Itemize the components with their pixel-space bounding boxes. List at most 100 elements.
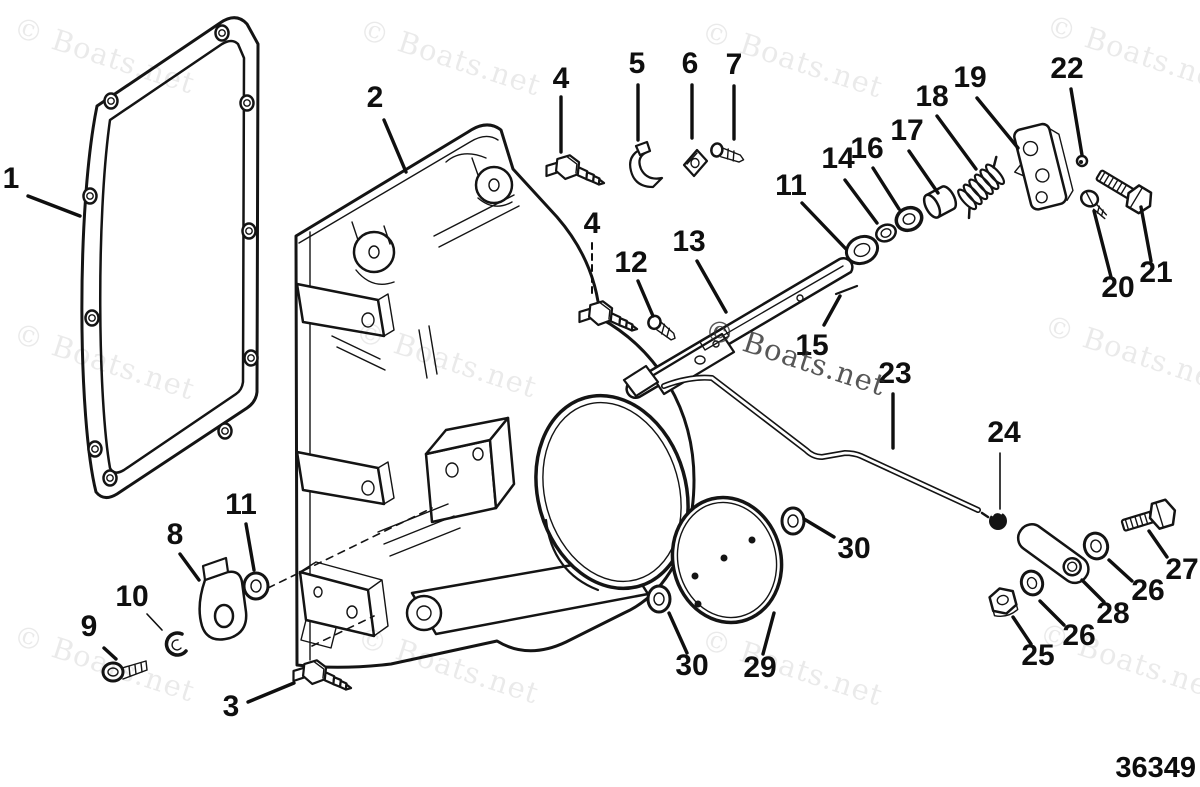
part-12-screw <box>647 314 676 341</box>
part-5-clamp <box>629 140 664 189</box>
part-25-nut <box>988 587 1019 618</box>
callout-9-leader <box>102 646 118 661</box>
callout-18-leader <box>935 114 978 171</box>
callout-8-label: 8 <box>167 518 184 551</box>
callout-30-leader <box>802 517 836 539</box>
callout-30-label: 30 <box>675 649 708 682</box>
part-11-washer-shaft <box>844 234 880 266</box>
part-28-link-cam <box>1016 523 1090 585</box>
callout-29-label: 29 <box>743 651 776 684</box>
callout-17-leader <box>907 149 940 195</box>
assembly-dash-line <box>311 615 375 647</box>
callout-11-label: 11 <box>775 169 807 202</box>
callout-11-leader <box>244 522 256 572</box>
part-1-gasket <box>80 16 260 499</box>
part-15-pin <box>834 284 859 296</box>
callout-14-label: 14 <box>821 142 855 175</box>
part-26-washer-lower <box>1019 569 1045 597</box>
part-14-washer <box>875 223 897 243</box>
callout-30-label: 30 <box>837 532 870 565</box>
part-4-fitting-upper <box>544 151 608 187</box>
callout-21-leader <box>1139 205 1153 263</box>
part-22-ball <box>1075 154 1089 168</box>
callout-12-leader <box>636 279 655 318</box>
callout-3-leader <box>246 681 296 704</box>
callout-5-label: 5 <box>629 47 646 80</box>
plate-boss-3 <box>298 561 389 649</box>
callout-13-leader <box>695 259 728 314</box>
part-6-clip <box>682 148 709 178</box>
callout-23-label: 23 <box>878 357 911 390</box>
callout-17-label: 17 <box>890 114 923 147</box>
plate-oval-opening <box>534 393 690 591</box>
part-30-grommet-right <box>780 506 806 536</box>
callout-26-label: 26 <box>1062 619 1095 652</box>
callout-30-leader <box>667 611 689 655</box>
plate-lug-left <box>351 221 396 285</box>
callout-7-label: 7 <box>726 48 743 81</box>
plate-opening-shadow <box>544 518 600 592</box>
callout-15-label: 15 <box>795 329 828 362</box>
callout-22-label: 22 <box>1050 52 1083 85</box>
part-18-spring <box>957 155 1006 220</box>
callout-26-leader <box>1107 558 1134 583</box>
callout-2-label: 2 <box>367 81 384 114</box>
part-16-ring <box>894 205 924 233</box>
gasket-bolt-holes <box>82 24 259 487</box>
callout-16-label: 16 <box>850 132 883 165</box>
callout-19-label: 19 <box>953 61 986 94</box>
callout-25-leader <box>1011 615 1033 646</box>
part-17-bushing <box>922 185 958 219</box>
part-24-nut <box>980 511 1007 530</box>
part-21-bolt <box>1095 169 1153 215</box>
part-11-washer-left <box>242 571 270 601</box>
callout-4-label: 4 <box>584 207 601 240</box>
plate-mount-detail <box>377 416 516 557</box>
callout-26-leader <box>1038 599 1066 627</box>
part-8-cam-lever <box>198 556 248 641</box>
part-23-link-rod <box>661 374 981 513</box>
part-9-screw <box>101 660 148 683</box>
callout-11-label: 11 <box>225 488 257 521</box>
callout-28-leader <box>1080 578 1106 604</box>
plate-boss-2 <box>295 450 395 506</box>
part-2-attenuator-plate <box>267 123 696 669</box>
callout-18-label: 18 <box>915 80 948 113</box>
assembly-dash-line <box>267 507 433 589</box>
callout-29-leader <box>761 611 776 656</box>
part-26-washer-upper <box>1082 531 1110 561</box>
callout-10-leader <box>146 613 163 631</box>
callout-1-leader <box>26 194 82 218</box>
callout-8-leader <box>178 552 201 582</box>
callout-12-label: 12 <box>614 246 647 279</box>
callout-3-label: 3 <box>223 690 240 723</box>
part-27-bolt <box>1120 498 1177 532</box>
part-7-screw <box>710 142 745 163</box>
callout-14-leader <box>843 178 879 225</box>
callout-11-leader <box>800 201 848 251</box>
plate-boss-1 <box>295 282 395 338</box>
callout-20-leader <box>1092 209 1113 279</box>
callout-2-leader <box>382 118 408 174</box>
callout-13-label: 13 <box>672 225 705 258</box>
callout-19-leader <box>975 96 1020 150</box>
callout-24-label: 24 <box>987 416 1021 449</box>
callout-26-label: 26 <box>1131 574 1164 607</box>
part-13-throttle-shaft <box>622 257 854 399</box>
callout-25-label: 25 <box>1021 639 1054 672</box>
part-10-retainer-clip <box>164 631 188 657</box>
drawing-number: 36349 <box>1115 752 1196 784</box>
callout-9-label: 9 <box>81 610 98 643</box>
callout-4-label: 4 <box>553 62 570 95</box>
callout-28-label: 28 <box>1096 597 1129 630</box>
part-29-oval-cover <box>670 495 784 625</box>
part-19-anchor-block <box>1013 122 1074 211</box>
callout-27-leader <box>1147 529 1169 559</box>
callout-16-leader <box>871 166 901 211</box>
part-20-screw <box>1079 189 1108 220</box>
callout-21-label: 21 <box>1139 256 1172 289</box>
callout-22-leader <box>1069 87 1084 157</box>
callout-10-label: 10 <box>115 580 148 613</box>
callout-1-label: 1 <box>3 162 20 195</box>
